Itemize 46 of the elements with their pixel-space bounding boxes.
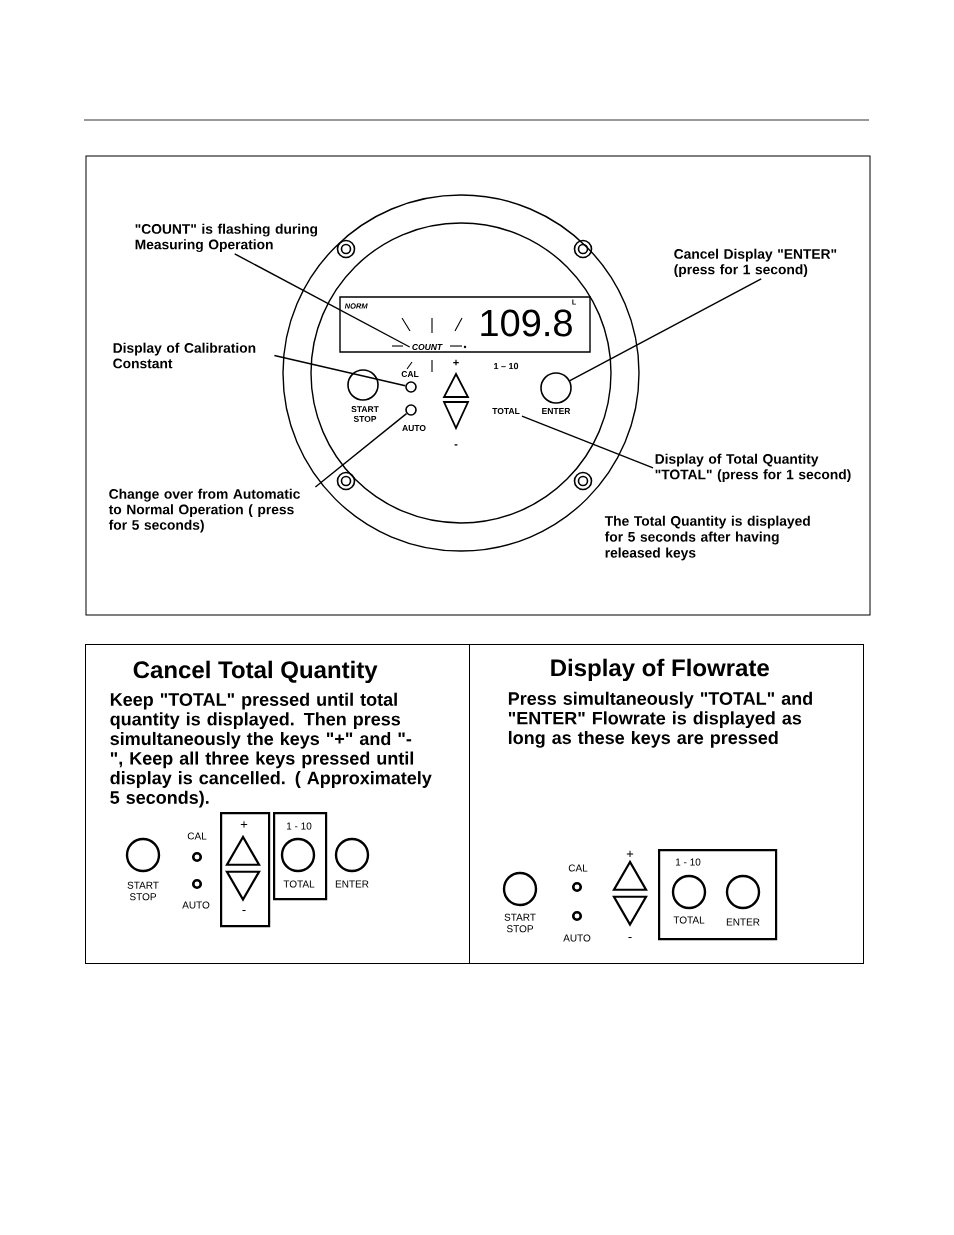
leader-line: [521, 415, 654, 469]
key-label: CAL: [401, 371, 419, 377]
key-label: AUTO: [563, 934, 591, 942]
key-label: AUTO: [402, 425, 426, 431]
display-reading: 109.8: [481, 309, 572, 337]
key-label: START STOP: [504, 913, 536, 933]
key-label: ENTER: [726, 918, 760, 926]
key-label: START STOP: [351, 406, 379, 422]
key-label: TOTAL: [492, 408, 520, 414]
key-label: ENTER: [335, 880, 369, 888]
key-label: +: [453, 359, 459, 366]
key-label: -: [242, 910, 246, 912]
callout-text: Display of Calibration Constant: [113, 342, 256, 369]
push-button: [280, 837, 316, 873]
panel-heading: Cancel Total Quantity: [133, 660, 378, 684]
instruction-panel: [85, 644, 470, 964]
instruction-panel: [469, 644, 864, 964]
leader-line: [314, 412, 408, 488]
key-label: -: [628, 937, 632, 939]
instruction-text: Press simultaneously "TOTAL" and "ENTER" Flowrate is displayed as long as these keys are pressed: [508, 691, 812, 748]
leader-line: [569, 278, 762, 382]
panel-heading: Display of Flowrate: [551, 658, 769, 682]
callout-text: The Total Quantity is displayed for 5 seconds after having released keys: [604, 515, 810, 561]
key-label: 1 – 10: [494, 362, 519, 370]
callout-text: Display of Total Quantity "TOTAL" (press for 1 second): [655, 453, 851, 483]
key-label: AUTO: [182, 901, 210, 909]
leader-line: [273, 354, 407, 387]
key-label: START STOP: [127, 881, 159, 901]
callout-text: Change over from Automatic to Normal Operation ( press for 5 seconds): [108, 488, 300, 533]
leader-line: [234, 253, 411, 348]
instruction-text: Keep "TOTAL" pressed until total quantity is displayed. Then press simultaneously the keys "+" and "-", Keep all three keys pressed until display is cancelled. ( Approximately 5 seconds).: [110, 692, 432, 808]
key-label: CAL: [568, 864, 588, 872]
key-label: +: [626, 850, 634, 858]
key-label: ENTER: [542, 408, 571, 414]
callout-text: Cancel Display "ENTER" (press for 1 second): [674, 248, 837, 278]
key-label: TOTAL: [673, 916, 705, 924]
key-label: 1 - 10: [287, 822, 312, 830]
key-label: 1 - 10: [676, 858, 701, 866]
push-button: [671, 874, 707, 910]
key-label: +: [240, 821, 248, 828]
display-indicator: COUNT: [412, 344, 443, 350]
key-label: CAL: [187, 832, 207, 840]
callout-text: "COUNT" is flashing during Measuring Operation: [135, 223, 318, 253]
push-button: [725, 874, 761, 910]
key-label: TOTAL: [283, 880, 315, 888]
key-label: -: [454, 444, 458, 446]
